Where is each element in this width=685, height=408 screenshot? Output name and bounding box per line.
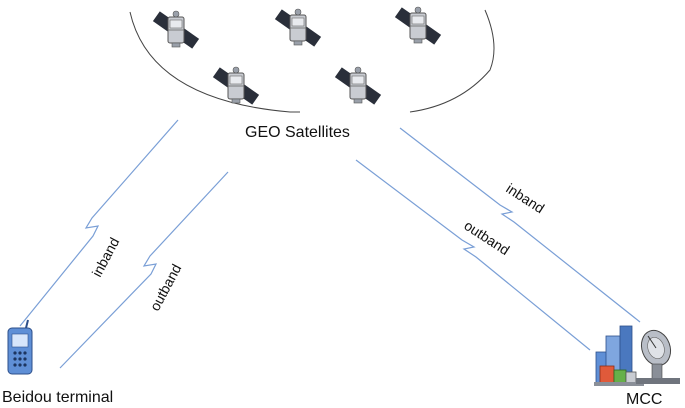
dish-antenna-icon — [636, 329, 680, 384]
left-outband-link — [59, 171, 229, 369]
satellite-cluster-label: GEO Satellites — [245, 124, 350, 141]
satellite-icon — [152, 10, 200, 50]
right-outband-link — [355, 159, 591, 351]
phone-icon — [7, 319, 33, 375]
satellite-icon — [394, 6, 442, 46]
left-inband-link — [19, 119, 179, 327]
left-inband-label: inband — [89, 235, 123, 280]
right-inband-link — [399, 127, 641, 323]
control-center-icon — [594, 325, 644, 386]
satellite-icon — [274, 8, 322, 48]
right-station-label: MCC — [626, 391, 662, 408]
satellite-icon — [334, 66, 382, 106]
left-terminal-label: Beidou terminal — [2, 389, 113, 406]
left-outband-label: outband — [147, 261, 185, 313]
satellite-cluster-arc — [129, 9, 495, 113]
